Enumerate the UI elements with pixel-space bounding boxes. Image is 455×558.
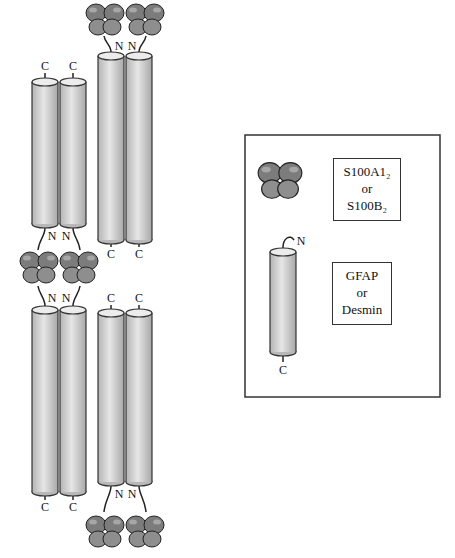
c-terminus-label: C (107, 248, 115, 260)
legend-box: GFAP or Desmin (332, 262, 392, 325)
n-terminus-label: N (62, 292, 71, 304)
n-terminus-label: N (128, 40, 137, 52)
legend-text: GFAP or Desmin (342, 268, 382, 319)
n-terminus-label: N (128, 488, 137, 500)
legend-text: S100A1₂ or S100B₂ (343, 164, 390, 215)
n-terminus-label: N (48, 230, 57, 242)
n-terminus-label: N (115, 40, 124, 52)
n-terminus-label: N (62, 230, 71, 242)
c-terminus-label: C (135, 292, 143, 304)
n-terminus-label: N (115, 488, 124, 500)
s100-dimer (86, 516, 164, 547)
c-terminus-label: C (41, 60, 49, 72)
c-terminus-label: C (279, 364, 287, 376)
c-terminus-label: C (41, 501, 49, 513)
s100-legend-icon (258, 163, 302, 199)
s100-dimer (20, 252, 98, 283)
n-terminus-label: N (297, 235, 306, 247)
n-terminus-label: N (48, 292, 57, 304)
c-terminus-label: C (69, 60, 77, 72)
c-terminus-label: C (135, 248, 143, 260)
gfap-desmin-cylinder (32, 52, 296, 496)
s100-dimer (86, 4, 164, 35)
c-terminus-label: C (107, 292, 115, 304)
legend-box: S100A1₂ or S100B₂ (333, 158, 400, 221)
n-terminal-link (38, 36, 294, 512)
c-terminal-stick (45, 73, 283, 500)
c-terminus-label: C (69, 501, 77, 513)
legend-frame (245, 135, 440, 397)
